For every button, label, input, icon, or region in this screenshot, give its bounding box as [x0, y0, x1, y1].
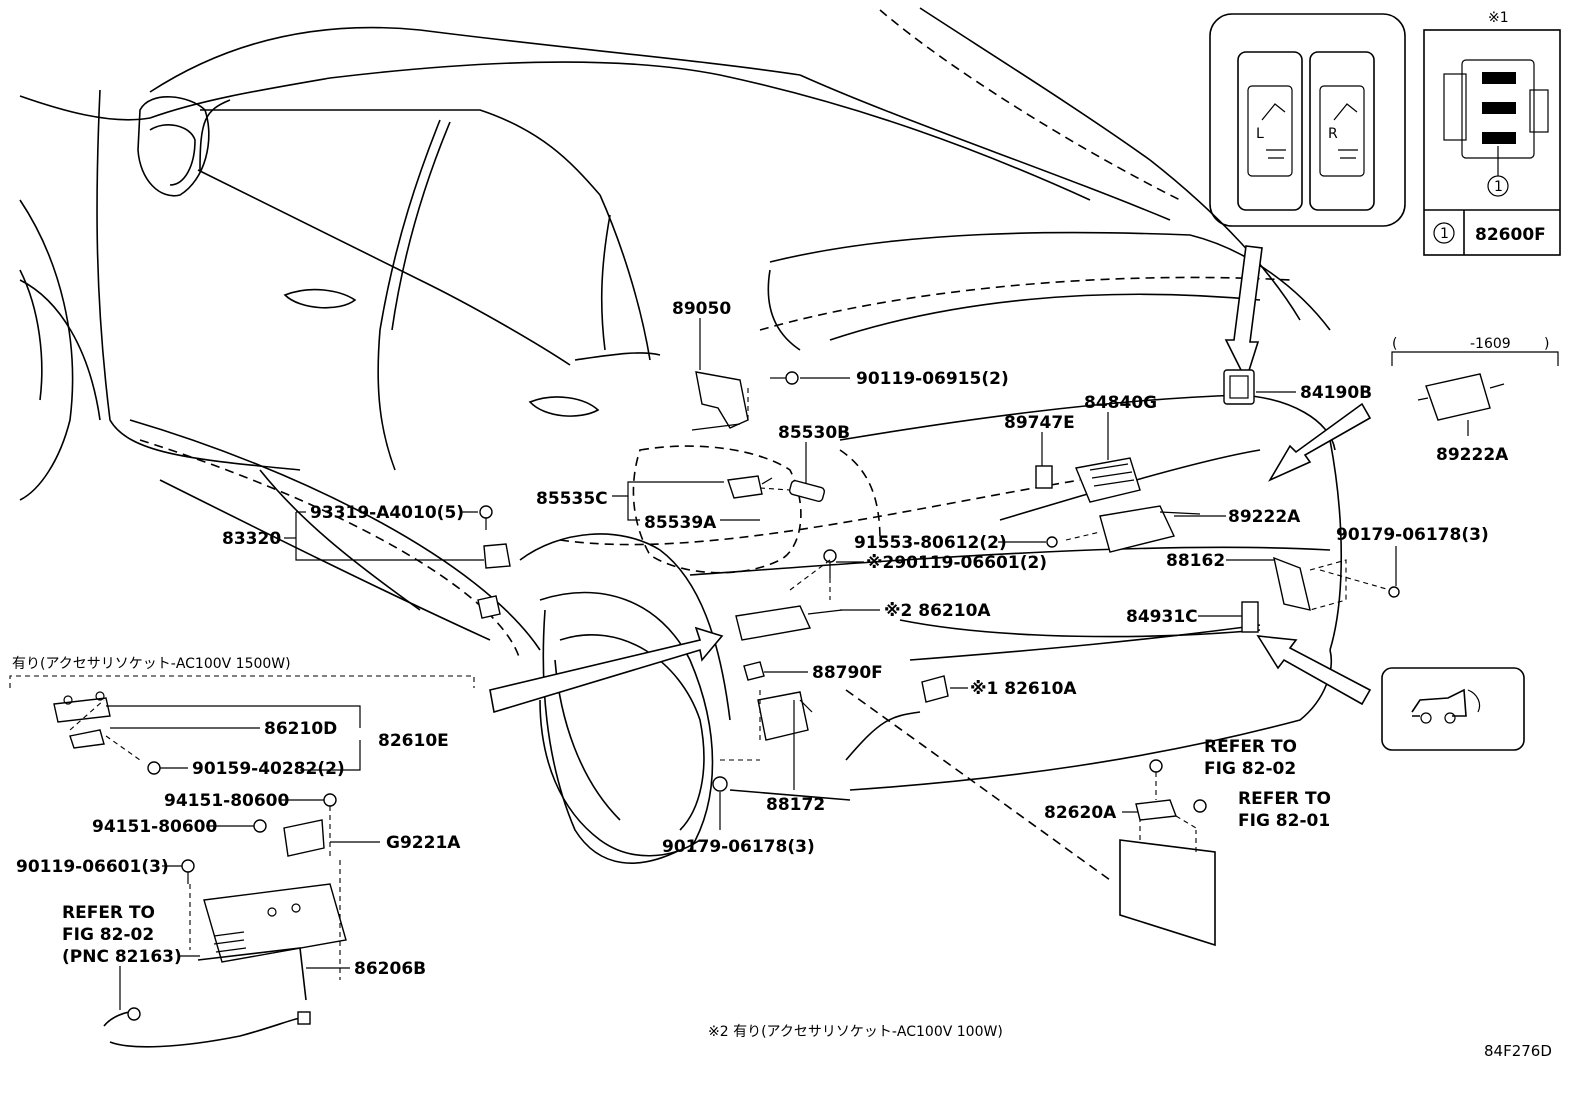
figure-code: 84F276D [1484, 1042, 1552, 1060]
label-89050: 89050 [672, 299, 731, 319]
inset-circle-number: 1 [1494, 179, 1503, 195]
label-85535C: 85535C [536, 489, 608, 509]
pointer-arrow-3 [1256, 635, 1372, 706]
label-88162: 88162 [1166, 551, 1225, 571]
label-86210A: ※2 86210A [884, 601, 991, 621]
label-84840G: 84840G [1084, 393, 1157, 413]
date-range-value: -1609 [1470, 336, 1511, 352]
pointer-arrow-4 [1224, 245, 1263, 383]
label-82620A: 82620A [1044, 803, 1117, 823]
refer-to-label-left-b: FIG 82-02 [62, 925, 154, 945]
label-94151-80600-a: 94151-80600 [164, 791, 290, 811]
label-89747E: 89747E [1004, 413, 1075, 433]
leader-lines [9, 318, 1559, 1010]
label-90179-06178-right: 90179-06178(3) [1336, 525, 1489, 545]
note1-inset: ※1 1 1 82600F [1423, 10, 1561, 256]
label-86210D: 86210D [264, 719, 337, 739]
part-82600F: 82600F [1475, 225, 1546, 245]
inset-mark: ※1 [1488, 10, 1509, 26]
power-seat-switch-inset: L R [1209, 13, 1406, 227]
label-84190B: 84190B [1300, 383, 1372, 403]
refer-to-label-left-c: (PNC 82163) [62, 947, 182, 967]
switch-left-letter: L [1256, 126, 1264, 142]
label-84931C: 84931C [1126, 607, 1198, 627]
label-88172: 88172 [766, 795, 825, 815]
label-83320: 83320 [222, 529, 281, 549]
refer-to-label-2a: REFER TO [1238, 789, 1331, 809]
part-shapes [53, 369, 1505, 1048]
label-93319-A4010: 93319-A4010(5) [310, 503, 464, 523]
label-85530B: 85530B [778, 423, 850, 443]
refer-to-label-left-a: REFER TO [62, 903, 155, 923]
tailgate-switch-inset [1381, 667, 1525, 751]
footnote-2: ※2 有り(アクセサリソケット-AC100V 100W) [708, 1024, 1003, 1040]
label-82610E: 82610E [378, 731, 449, 751]
label-89222A-mid: 89222A [1228, 507, 1301, 527]
refer-to-label-1b: FIG 82-02 [1204, 759, 1296, 779]
label-88790F: 88790F [812, 663, 883, 683]
label-90119-06601-2: ※290119-06601(2) [866, 553, 1047, 573]
label-90159-40282: 90159-40282(2) [192, 759, 345, 779]
vehicle-body-outline [19, 7, 1342, 864]
pointer-arrow-2 [1268, 402, 1372, 482]
label-85539A: 85539A [644, 513, 717, 533]
table-circle-number: 1 [1440, 226, 1449, 242]
label-89222A-top: 89222A [1436, 445, 1509, 465]
callout-labels: 89050 90119-06915(2) 85530B 85535C 85539… [12, 299, 1552, 1060]
switch-right-letter: R [1328, 126, 1338, 142]
date-range-close: ) [1544, 336, 1549, 352]
label-G9221A: G9221A [386, 833, 461, 853]
date-range-label: ( [1392, 336, 1397, 352]
label-91553-80612: 91553-80612(2) [854, 533, 1007, 553]
left-panel-header: 有り(アクセサリソケット-AC100V 1500W) [12, 656, 291, 672]
label-94151-80600-b: 94151-80600 [92, 817, 218, 837]
label-90119-06915: 90119-06915(2) [856, 369, 1009, 389]
refer-to-label-2b: FIG 82-01 [1238, 811, 1330, 831]
label-86206B: 86206B [354, 959, 426, 979]
label-90179-06178-bottom: 90179-06178(3) [662, 837, 815, 857]
label-82610A: ※1 82610A [970, 679, 1077, 699]
refer-to-label-1a: REFER TO [1204, 737, 1297, 757]
label-90119-06601-3: 90119-06601(3) [16, 857, 169, 877]
pointer-arrow-1 [489, 626, 724, 714]
